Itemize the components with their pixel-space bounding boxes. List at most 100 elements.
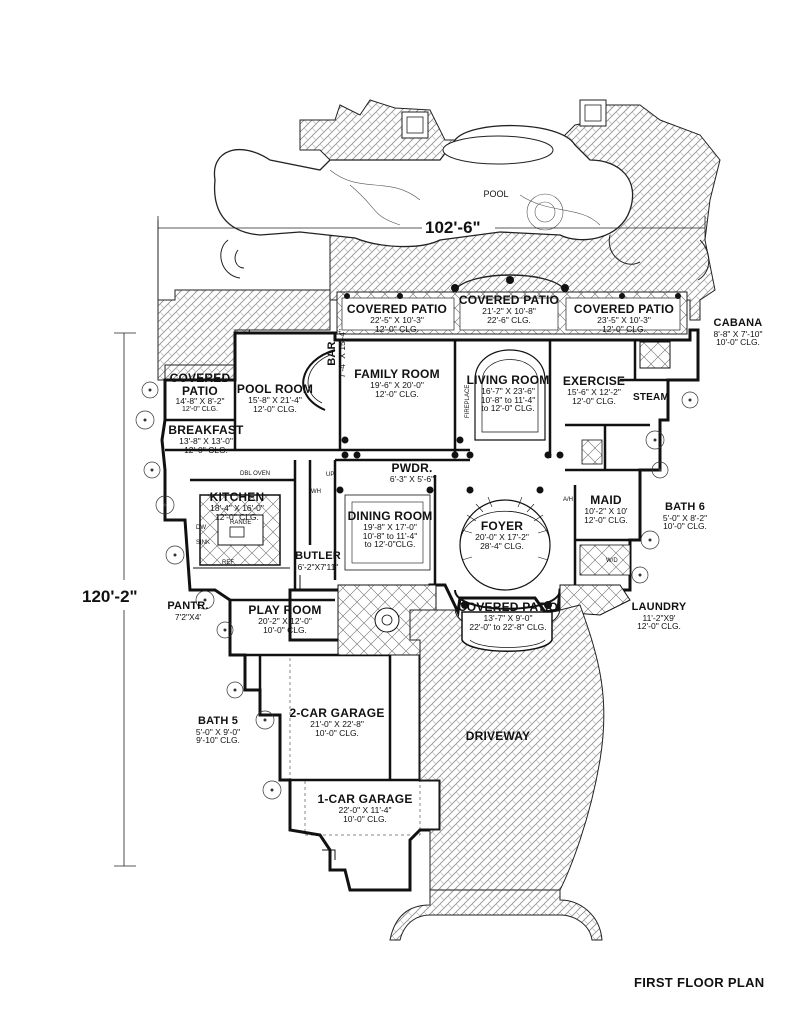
room-ceiling-2: to 12'-0"CLG. [364, 539, 416, 550]
room-ceiling-1: 10'-8" to 11'-4" [362, 530, 418, 541]
room-ceiling: 12'-0" CLG. [572, 395, 616, 406]
room-breakfast: BREAKFAST 13'-8" X 13'-0" 12'-0" CLG. [168, 424, 243, 454]
driveway-label: DRIVEWAY [465, 729, 531, 743]
room-ceiling: 10'-0" CLG. [663, 521, 707, 532]
room-dining-room: DINING ROOM 19'-8" X 17'-0" 10'-8" to 11… [348, 510, 433, 549]
room-ceiling: 28'-4" CLG. [480, 540, 524, 551]
room-name: MAID [590, 493, 622, 507]
room-exercise: EXERCISE 15'-6" X 12'-2" 12'-0" CLG. [563, 375, 625, 405]
room-dims: 19'-8" X 17'-0" [363, 521, 417, 532]
room-name: DINING ROOM [347, 509, 433, 523]
room-pool-room: POOL ROOM 15'-8" X 21'-4" 12'-0" CLG. [237, 383, 313, 413]
room-dims: 10'-2" X 10' [584, 505, 628, 516]
pool-label: POOL [483, 189, 509, 199]
room-ceiling: 12'-0" CLG. [215, 511, 259, 522]
room-ceiling: 12'-0" CLG. [584, 514, 628, 525]
room-name-line1: COVERED [169, 371, 231, 385]
room-dims: 22'-5" X 10'-3" [370, 314, 424, 325]
room-ceiling-2: to 12'-0" CLG. [481, 403, 535, 414]
ahu-label: A/H [563, 497, 574, 503]
room-name: POOL ROOM [236, 382, 314, 396]
room-dims: 7'-4" X 15'-4" [337, 329, 347, 378]
room-1-car-garage: 1-CAR GARAGE 22'-0" X 11'-4" 10'-0" CLG. [317, 793, 412, 823]
room-ceiling: 10'-0" CLG. [315, 727, 359, 738]
room-butler: BUTLER 6'-2"X7'11" [295, 550, 341, 572]
room-name: COVERED PATIO [458, 293, 560, 307]
room-family-room: FAMILY ROOM 19'-6" X 20'-0" 12'-0" CLG. [354, 368, 440, 398]
room-name: 1-CAR GARAGE [317, 792, 413, 806]
room-name: BREAKFAST [168, 423, 244, 437]
room-dims: 22'-0" X 11'-4" [338, 804, 392, 815]
room-dims: 6'-3" X 5'-6" [389, 473, 435, 484]
room-maid: MAID 10'-2" X 10' 12'-0" CLG. [584, 494, 628, 524]
room-kitchen: KITCHEN 18'-4" X 16'-0" 12'-0" CLG. [210, 491, 265, 521]
room-bath6: BATH 6 5'-0" X 8'-2" 10'-0" CLG. [663, 501, 707, 532]
room-dims: 8'-8" X 7'-10" [713, 328, 763, 339]
room-dims: 20'-2" X 12'-0" [258, 615, 312, 626]
room-dims: 13'-7" X 9'-0" [483, 612, 533, 623]
room-name: PLAY ROOM [248, 603, 322, 617]
room-ceiling: 12'-0" CLG. [637, 621, 681, 632]
room-ceiling: 10'-0" CLG. [716, 337, 760, 348]
room-name: PANTR. [167, 600, 209, 612]
room-cabana: CABANA 8'-8" X 7'-10" 10'-0" CLG. [713, 317, 763, 348]
wh-label: WH [311, 489, 321, 495]
room-covered-patio-center: COVERED PATIO 21'-2" X 10'-8" 22'-6" CLG… [459, 294, 559, 324]
room-name: LIVING ROOM [466, 373, 550, 387]
room-laundry: LAUNDRY 11'-2"X9' 12'-0" CLG. [631, 601, 687, 632]
room-dims: 11'-2"X9' [642, 612, 676, 623]
room-dims: 21'-2" X 10'-8" [482, 305, 536, 316]
room-name: LAUNDRY [631, 601, 687, 613]
room-name: BATH 6 [664, 501, 706, 513]
fireplace-label: FIREPLACE [465, 384, 471, 418]
wd-label: W/D [606, 558, 618, 564]
room-dims: 14'-8" X 8'-2" [175, 396, 225, 407]
room-name: EXERCISE [562, 374, 626, 388]
room-2-car-garage: 2-CAR GARAGE 21'-0" X 22'-8" 10'-0" CLG. [289, 707, 384, 737]
room-name: COVERED PATIO [346, 302, 448, 316]
room-name: COVERED PATIO [573, 302, 675, 316]
room-dims: 20'-0" X 17'-2" [475, 531, 529, 542]
room-living-room: LIVING ROOM 16'-7" X 23'-6" 10'-8" to 11… [467, 374, 550, 413]
room-name: KITCHEN [209, 490, 265, 504]
room-dims: 15'-6" X 12'-2" [567, 386, 621, 397]
room-ceiling: 12'-0" CLG. [181, 406, 219, 414]
room-ceiling: 9'-10" CLG. [196, 735, 240, 746]
room-name-line2: PATIO [182, 383, 218, 398]
room-covered-patio-right: COVERED PATIO 23'-5" X 10'-3" 12'-0" CLG… [574, 303, 674, 333]
room-name: FAMILY ROOM [354, 367, 440, 381]
room-pantr: PANTR. 7'2"X4' [167, 600, 209, 622]
room-ceiling: 22'-0" to 22'-8" CLG. [469, 621, 547, 632]
room-covered-patio-west: COVERED PATIO 14'-8" X 8'-2" 12'-0" CLG. [170, 372, 231, 413]
room-dims: 7'2"X4' [174, 611, 202, 622]
room-bath5: BATH 5 5'-0" X 9'-0" 9'-10" CLG. [195, 715, 241, 746]
room-dims: 6'-2"X7'11" [297, 561, 339, 572]
dbl-oven-label: DBL OVEN [240, 471, 271, 477]
room-name: BATH 5 [197, 715, 239, 727]
room-ceiling: 12'-0" CLG. [184, 444, 228, 455]
room-dims: 15'-8" X 21'-4" [248, 394, 302, 405]
room-ceiling: 12'-0" CLG. [375, 323, 419, 334]
plan-title: FIRST FLOOR PLAN [634, 975, 765, 990]
dw-label: DW [196, 525, 206, 531]
room-name: COVERED PATIO [457, 600, 559, 614]
room-ceiling: 12'-0" CLG. [375, 388, 419, 399]
room-name: BUTLER [295, 550, 341, 562]
room-ceiling: 12'-0" CLG. [602, 323, 646, 334]
room-dims: 23'-5" X 10'-3" [597, 314, 651, 325]
up-label: UP [326, 472, 335, 478]
range-label: RANGE [230, 520, 252, 526]
room-name: PWDR. [391, 461, 433, 475]
room-pwdr: PWDR. 6'-3" X 5'-6" [390, 462, 434, 484]
room-dims: 5'-0" X 9'-0" [195, 726, 241, 737]
room-bar: BAR 7'-4" X 15'-4" [326, 329, 347, 378]
room-name: CABANA [713, 317, 763, 329]
room-name: FOYER [480, 519, 524, 533]
room-ceiling: 10'-0" CLG. [343, 813, 387, 824]
room-name: 2-CAR GARAGE [289, 706, 385, 720]
room-ceiling: 22'-6" CLG. [487, 314, 531, 325]
room-dims: 13'-8" X 13'-0" [179, 435, 233, 446]
room-dims: 18'-4" X 16'-0" [210, 502, 264, 513]
room-foyer: FOYER 20'-0" X 17'-2" 28'-4" CLG. [475, 520, 529, 550]
